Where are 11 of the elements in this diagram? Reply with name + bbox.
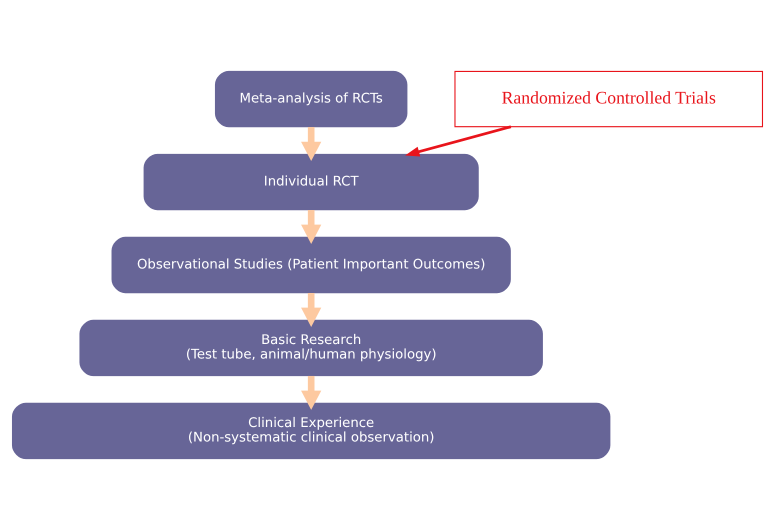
- arrow: [301, 126, 322, 161]
- arrow: [301, 292, 322, 326]
- node-box: Individual RCT: [144, 153, 479, 210]
- node-box: Basic Research (Test tube, animal/human physiology): [79, 319, 543, 376]
- node-box: Clinical Experience (Non-systematic clinical observation): [12, 402, 610, 459]
- arrow: [301, 375, 322, 410]
- node-box: Meta-analysis of RCTs: [214, 70, 408, 127]
- arrow: [405, 124, 512, 156]
- arrow: [301, 210, 322, 244]
- node-box: Randomized Controlled Trials: [454, 70, 764, 127]
- node-box: Observational Studies (Patient Important Outcomes): [112, 236, 511, 293]
